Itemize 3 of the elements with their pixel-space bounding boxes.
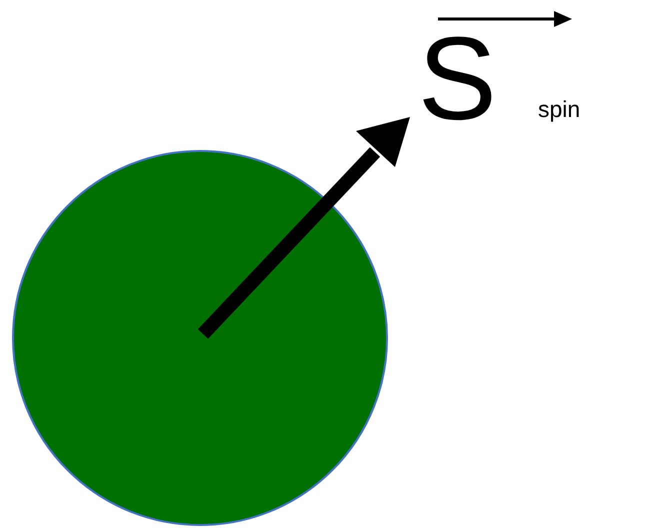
sphere bbox=[12, 150, 388, 526]
vector-symbol: S bbox=[418, 20, 497, 138]
subscript-label: spin bbox=[538, 98, 580, 121]
